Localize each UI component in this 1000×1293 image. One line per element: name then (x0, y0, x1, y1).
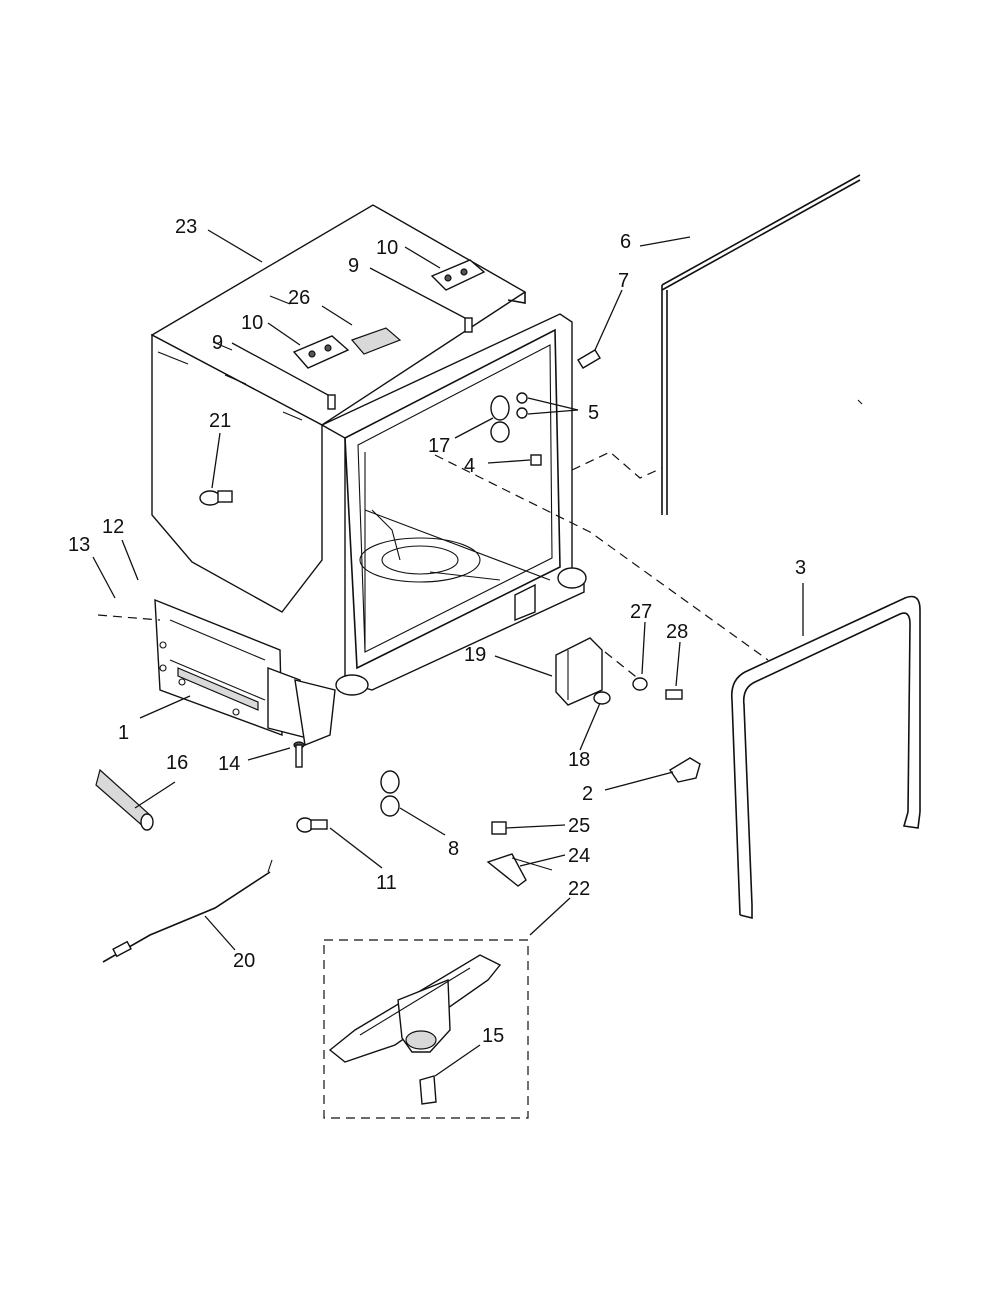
callout-24: 24 (568, 845, 590, 867)
callout-13: 13 (68, 534, 90, 556)
callout-4: 4 (464, 455, 475, 477)
callout-10: 10 (376, 237, 398, 259)
door-gasket (730, 595, 921, 920)
callout-18: 18 (568, 749, 590, 771)
foot-14 (293, 741, 305, 768)
washer-set (516, 392, 528, 419)
callout-9: 9 (348, 255, 359, 277)
assembly-guide-lines (97, 451, 769, 681)
wire-harness-20 (102, 859, 273, 963)
callout-1: 1 (118, 722, 129, 744)
nut-4 (530, 454, 542, 466)
callout-26: 26 (288, 287, 310, 309)
callout-19: 19 (464, 644, 486, 666)
hinge-bracket-rear (430, 259, 486, 291)
tub-assembly (150, 204, 587, 746)
callout-17: 17 (428, 435, 450, 457)
callout-10: 10 (241, 312, 263, 334)
screw-7 (577, 349, 601, 369)
screw-18 (593, 691, 611, 705)
callout-labels: 23 10 9 26 10 9 21 6 7 5 17 4 12 13 3 27… (68, 216, 806, 1047)
detail-box (323, 939, 529, 1119)
clip-8 (380, 770, 400, 817)
callout-7: 7 (618, 270, 629, 292)
bracket-19 (555, 637, 603, 706)
side-trim-strip (661, 174, 863, 515)
plug-button (199, 490, 233, 506)
callout-25: 25 (568, 815, 590, 837)
hinge-bracket-front (292, 335, 350, 369)
callout-22: 22 (568, 878, 590, 900)
callout-11: 11 (376, 872, 397, 894)
callout-15: 15 (482, 1025, 504, 1047)
callout-12: 12 (102, 516, 124, 538)
screw-rear (464, 317, 473, 333)
callout-9: 9 (212, 332, 223, 354)
leveling-leg-16 (95, 768, 154, 831)
bracket-24 (486, 853, 553, 887)
callout-2: 2 (582, 783, 593, 805)
callout-20: 20 (233, 950, 255, 972)
callout-8: 8 (448, 838, 459, 860)
callout-28: 28 (666, 621, 688, 643)
label-plate (350, 327, 402, 355)
clip-2 (669, 757, 701, 783)
mounting-bracket-clip (490, 395, 510, 443)
washer-27 (632, 677, 648, 691)
screw-front (327, 394, 336, 410)
callout-5: 5 (588, 402, 599, 424)
clamp-25 (491, 821, 507, 835)
callout-3: 3 (795, 557, 806, 579)
callout-14: 14 (218, 753, 240, 775)
leader-lines (92, 229, 804, 1077)
screw-11 (296, 817, 328, 833)
callout-6: 6 (620, 231, 631, 253)
callout-23: 23 (175, 216, 197, 238)
callout-16: 16 (166, 752, 188, 774)
callout-21: 21 (209, 410, 231, 432)
callout-27: 27 (630, 601, 652, 623)
screw-28 (665, 689, 683, 700)
